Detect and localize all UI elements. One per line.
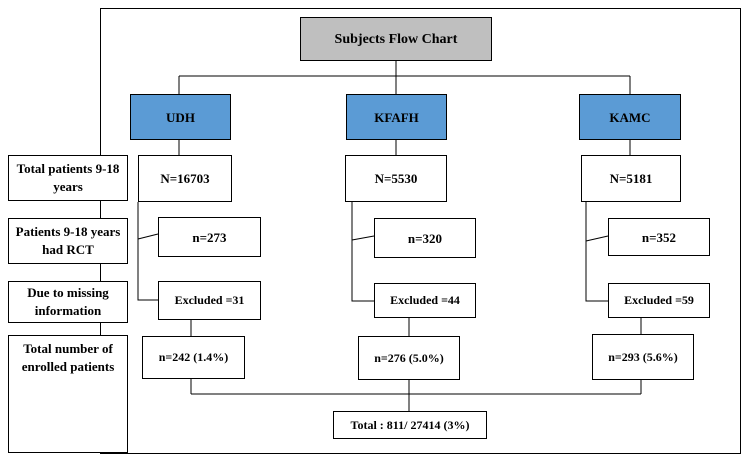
udh-excluded: Excluded =31: [158, 281, 261, 320]
kamc-excluded: Excluded =59: [608, 283, 710, 318]
hospital-kfafh: KFAFH: [346, 94, 447, 140]
row-label-rct: Patients 9-18 years had RCT: [8, 218, 128, 264]
hospital-kamc: KAMC: [579, 94, 681, 140]
row-label-enrolled: Total number of enrolled patients: [8, 335, 128, 453]
udh-rct: n=273: [158, 217, 261, 257]
grand-total: Total : 811/ 27414 (3%): [333, 411, 487, 439]
kamc-enrolled: n=293 (5.6%): [592, 334, 694, 380]
kfafh-excluded: Excluded =44: [374, 283, 476, 318]
udh-total: N=16703: [138, 155, 232, 202]
kamc-total: N=5181: [581, 155, 681, 202]
kfafh-rct: n=320: [374, 218, 476, 258]
kamc-rct: n=352: [608, 218, 710, 256]
udh-enrolled: n=242 (1.4%): [142, 336, 245, 379]
chart-title: Subjects Flow Chart: [300, 17, 492, 61]
hospital-udh: UDH: [130, 94, 231, 140]
row-label-missing: Due to missing information: [8, 281, 128, 323]
kfafh-enrolled: n=276 (5.0%): [358, 336, 460, 380]
kfafh-total: N=5530: [345, 155, 447, 202]
row-label-total-patients: Total patients 9-18 years: [8, 155, 128, 201]
